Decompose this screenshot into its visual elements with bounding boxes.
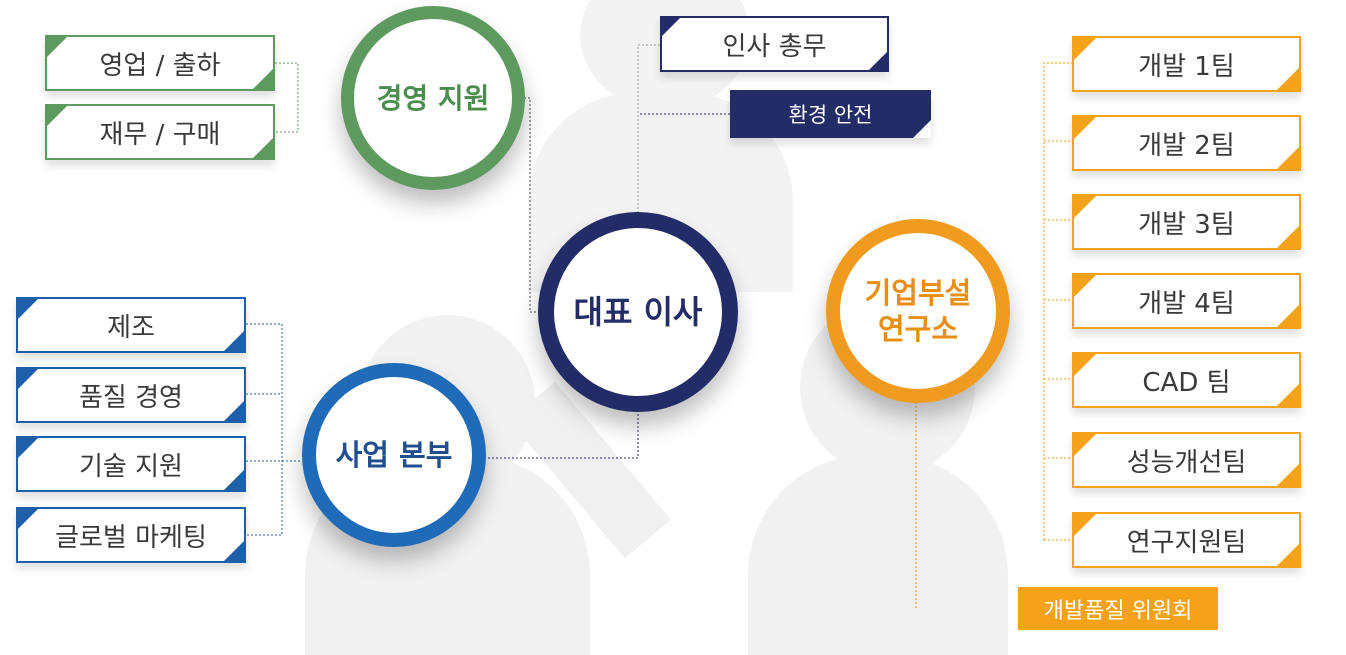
team-label: 성능개선팀 [1126,447,1247,478]
research-lab-label: 기업부설 연구소 [864,275,972,346]
team-label: 글로벌 마케팅 [55,522,207,553]
unit-box-hr: 인사 총무 [660,16,889,72]
management-support-label: 경영 지원 [376,81,490,115]
team-label: 개발 4팀 [1138,288,1235,319]
team-box-performance: 성능개선팀 [1072,432,1301,488]
team-label: 개발 2팀 [1138,130,1235,161]
business-division-node: 사업 본부 [302,363,486,547]
team-box-dev1: 개발 1팀 [1072,36,1301,92]
team-box-manufacturing: 제조 [16,297,246,353]
ceo-label: 대표 이사 [573,293,703,331]
team-box-sales-shipping: 영업 / 출하 [45,35,275,91]
team-label: 재무 / 구매 [99,119,221,150]
committee-box: 개발품질 위원회 [1018,587,1218,630]
team-label: CAD 팀 [1142,367,1231,398]
team-label: 개발 1팀 [1138,51,1235,82]
ceo-node: 대표 이사 [538,212,738,412]
research-lab-node: 기업부설 연구소 [826,219,1010,403]
connector-lines [246,44,1073,610]
team-box-dev3: 개발 3팀 [1072,194,1301,250]
team-label: 영업 / 출하 [99,50,221,81]
business-division-label: 사업 본부 [335,437,453,472]
team-box-finance-purchasing: 재무 / 구매 [45,104,275,160]
bg-person-body-right [748,455,1008,655]
team-label: 품질 경영 [79,382,183,413]
team-box-dev4: 개발 4팀 [1072,273,1301,329]
committee-label: 개발품질 위원회 [1043,598,1193,624]
team-label: 제조 [107,312,155,343]
team-label: 기술 지원 [79,451,183,482]
unit-label: 환경 안전 [788,103,873,127]
team-label: 개발 3팀 [1138,209,1235,240]
team-box-cad: CAD 팀 [1072,352,1301,408]
team-box-dev2: 개발 2팀 [1072,115,1301,171]
unit-box-safety: 환경 안전 [730,90,931,138]
unit-label: 인사 총무 [722,31,827,62]
team-box-tech-support: 기술 지원 [16,436,246,492]
team-box-global-marketing: 글로벌 마케팅 [16,507,246,563]
team-box-research-support: 연구지원팀 [1072,512,1301,568]
team-label: 연구지원팀 [1126,527,1247,558]
management-support-node: 경영 지원 [341,6,525,190]
team-box-quality: 품질 경영 [16,367,246,423]
